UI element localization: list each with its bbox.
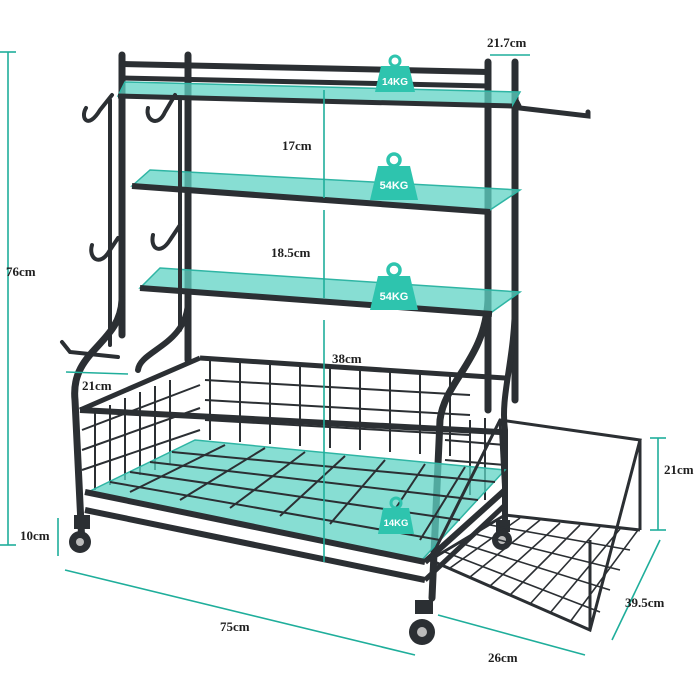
basket-length-dimension-line bbox=[611, 539, 661, 641]
caster-wheel-icon bbox=[409, 600, 435, 645]
width-dimension-line bbox=[64, 569, 416, 656]
back-basket-grid bbox=[204, 358, 471, 456]
top-depth-label: 21.7cm bbox=[487, 35, 527, 50]
wheel-height-label: 10cm bbox=[20, 528, 50, 543]
front-leg-left bbox=[71, 296, 126, 549]
back-leg-right bbox=[501, 297, 518, 523]
weight-badge-second: 54KG bbox=[370, 152, 418, 200]
gap-bottom-label: 38cm bbox=[332, 351, 362, 366]
side-wire-basket bbox=[427, 418, 642, 633]
top-rail-back bbox=[119, 61, 491, 75]
shelf-3 bbox=[138, 267, 523, 317]
weight-label-third: 54KG bbox=[380, 291, 409, 303]
top-rail-middle bbox=[119, 75, 491, 89]
rack-frame bbox=[71, 51, 591, 602]
hook-icon bbox=[150, 223, 182, 251]
weight-badge-bottom: 14KG bbox=[378, 496, 414, 534]
main-wire-basket bbox=[79, 355, 506, 500]
back-leg-left bbox=[135, 297, 191, 373]
base-depth-label: 21cm bbox=[82, 378, 112, 393]
basket-width-label: 26cm bbox=[488, 650, 518, 665]
weight-icon bbox=[386, 262, 402, 278]
weight-icon bbox=[388, 54, 402, 68]
basket-width-dimension-line bbox=[437, 614, 586, 656]
basket-length-label: 39.5cm bbox=[625, 595, 665, 610]
weight-label-top: 14KG bbox=[382, 77, 408, 88]
side-towel-bar bbox=[512, 95, 591, 119]
caster-wheel-icon bbox=[69, 515, 91, 553]
height-label: 76cm bbox=[6, 264, 36, 279]
weight-badge-top: 14KG bbox=[375, 54, 415, 92]
hooks bbox=[60, 93, 182, 359]
gap-top-label: 17cm bbox=[282, 138, 312, 153]
weight-badge-third: 54KG bbox=[370, 262, 418, 310]
hook-icon bbox=[89, 236, 120, 262]
weight-label-bottom: 14KG bbox=[384, 518, 409, 529]
dimension-lines bbox=[0, 51, 666, 656]
hook-icon bbox=[145, 93, 177, 123]
width-label: 75cm bbox=[220, 619, 250, 634]
gap-middle-label: 18.5cm bbox=[271, 245, 311, 260]
bottom-shelf bbox=[84, 439, 508, 583]
weight-label-second: 54KG bbox=[380, 180, 409, 192]
hook-icon bbox=[81, 93, 114, 123]
basket-height-label: 21cm bbox=[664, 462, 694, 477]
weight-icon bbox=[386, 152, 402, 168]
lower-hook bbox=[60, 340, 120, 359]
base-depth-dimension-line bbox=[65, 371, 129, 375]
basket-front-rail bbox=[79, 407, 501, 435]
